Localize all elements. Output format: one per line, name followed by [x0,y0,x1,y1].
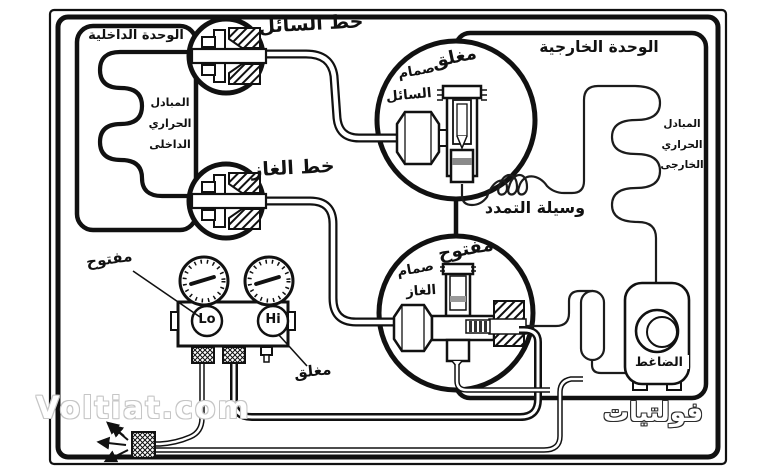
manifold-fitting-left [191,346,215,364]
lo-knob [190,304,224,338]
low-pressure-gauge [178,255,230,307]
liquid-valve-drawing [395,84,487,184]
high-pressure-gauge [243,255,295,307]
gas-line-pipe [263,196,396,327]
manifold-hi-state: مغلق [293,360,333,382]
hose-bottom-run [155,376,583,453]
compressor [623,281,691,391]
hose-valve-bottom-port [454,364,550,393]
lo-knob-label: Lo [198,312,216,327]
hi-knob [256,304,290,338]
indoor-coil [97,49,193,199]
outdoor-unit-title: الوحدة الخارجية [539,38,659,56]
gas-valve-name-2: الغاز [405,281,437,301]
hi-knob-label: Hi [265,312,281,327]
outdoor-coil-label: المبادل الحراري الخارجى [660,118,704,171]
accumulator-outlet-pipe [590,358,627,375]
frame-inner [55,14,721,460]
expansion-and-outdoor-coil [460,84,662,286]
gauge-manifold [170,255,296,364]
compressor-label: الضاغط [629,355,689,369]
liquid-flare-fitting [189,19,266,93]
suction-line [524,289,594,328]
leader-lo-open [132,270,201,318]
indoor-coil-label: المبادل الحراري الداخلى [148,96,192,151]
manifold-fitting-right [222,346,246,364]
liquid-line-pipe [263,49,399,143]
indoor-unit-box [74,23,199,233]
expansion-device-label: وسيلة التمدد [484,198,586,217]
purge-nozzle [96,421,156,463]
frame-outer [48,8,728,466]
gas-valve-drawing [392,262,527,369]
hose-lo-to-nozzle [155,363,205,447]
watermark: Voltiat.com [36,391,251,426]
hose-hi-to-service-port [230,326,542,421]
manifold-center-port [260,346,273,356]
brand-logo: فولتيات [602,398,704,428]
leader-hi-closed [277,333,308,367]
accumulator [579,289,606,362]
indoor-unit-title: الوحدة الداخلية [88,28,184,43]
